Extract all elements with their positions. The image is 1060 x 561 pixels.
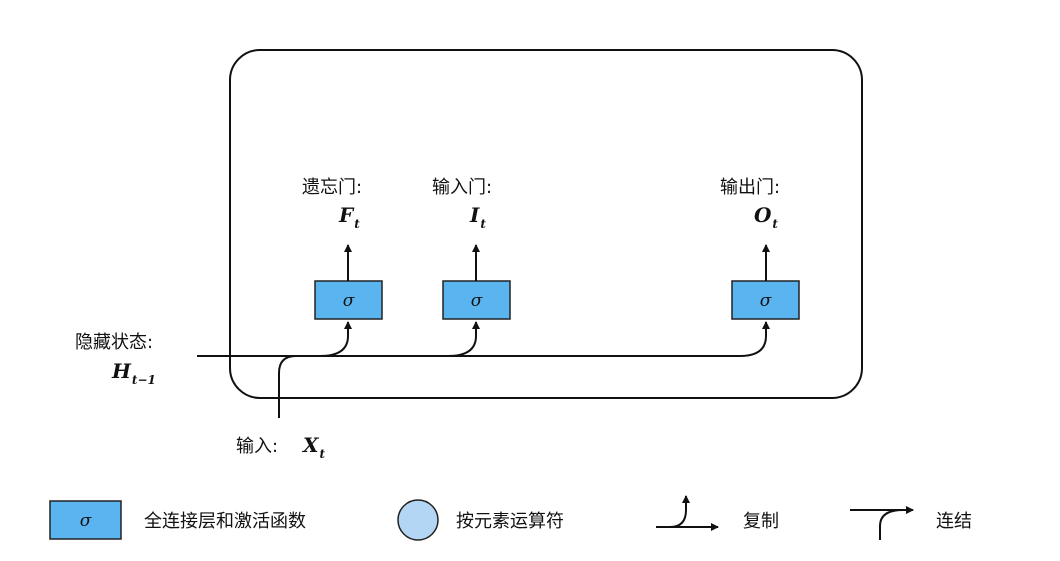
input-gate-sigma-label: σ — [471, 291, 483, 311]
branch-input-gate — [447, 321, 480, 357]
output-gate-sigma-label: σ — [760, 291, 772, 311]
output-gate-label: 输出门: — [720, 177, 780, 198]
input-symbol-main: X — [301, 433, 320, 457]
fc-activation-box — [49, 500, 122, 540]
copy-arrow-icon — [656, 495, 719, 531]
input-line — [278, 355, 297, 418]
hidden-state-symbol-sub: t−1 — [132, 373, 156, 387]
branch-output-gate — [739, 321, 770, 357]
forget-gate-symbol: Ft — [338, 203, 360, 231]
output-gate-sigma-box — [731, 280, 800, 320]
forget-gate-symbol-main: F — [338, 203, 355, 227]
elementwise-circle-icon — [397, 499, 439, 541]
legend-sigma-label: σ — [80, 511, 92, 531]
lstm-cell-boundary — [229, 49, 863, 399]
hidden-state-symbol: Ht−1 — [111, 359, 156, 387]
input-symbol: Xt — [301, 433, 326, 461]
forget-gate-label: 遗忘门: — [302, 177, 362, 198]
output-gate-symbol: Ot — [754, 203, 778, 231]
output-gate-symbol-sub: t — [772, 217, 778, 231]
hidden-state-label: 隐藏状态: — [75, 332, 153, 353]
input-symbol-sub: t — [320, 447, 326, 461]
legend-concat-label: 连结 — [936, 511, 972, 532]
forget-gate-sigma-box — [314, 280, 383, 320]
concat-arrow-icon — [850, 506, 914, 540]
legend: σ 全连接层和激活函数 按元素运算符 复制 连结 — [49, 495, 972, 541]
input-gate-symbol-main: I — [469, 203, 480, 227]
hidden-state-symbol-main: H — [111, 359, 132, 383]
output-gate-symbol-main: O — [754, 203, 772, 227]
input-gate-symbol: It — [469, 203, 486, 231]
input-label: 输入: — [236, 436, 278, 457]
forget-gate-sigma-label: σ — [343, 291, 355, 311]
branch-forget-gate — [319, 321, 352, 357]
input-gate-symbol-sub: t — [480, 217, 486, 231]
legend-elementwise-label: 按元素运算符 — [456, 511, 564, 532]
input-gate-label: 输入门: — [432, 177, 492, 198]
input-gate-sigma-box — [442, 280, 511, 320]
forget-gate-symbol-sub: t — [354, 217, 360, 231]
legend-fc-label: 全连接层和激活函数 — [144, 511, 306, 532]
legend-copy-label: 复制 — [743, 511, 779, 532]
